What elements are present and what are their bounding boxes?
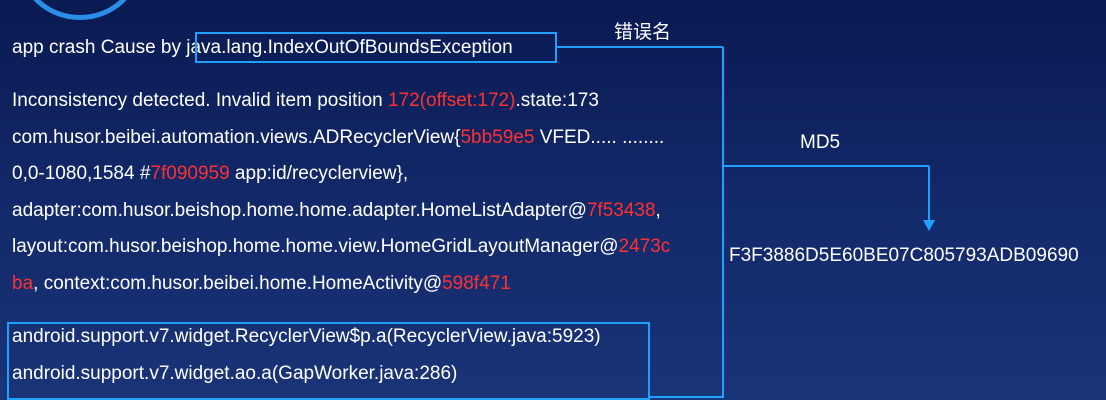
stack-frame-1: android.support.v7.widget.RecyclerView$p…: [12, 326, 601, 347]
highlighted-value: 598f471: [442, 273, 511, 294]
message-text: 0,0-1080,1584 #: [12, 163, 151, 184]
stack-frame-2: android.support.v7.widget.ao.a(GapWorker…: [12, 363, 458, 384]
message-text: ,: [655, 200, 661, 221]
highlighted-value: ba: [12, 273, 34, 294]
message-text: .state:173: [515, 90, 599, 111]
md5-hash-value: F3F3886D5E60BE07C805793ADB09690: [729, 245, 1079, 266]
highlighted-value: 172(offset:172): [387, 90, 516, 111]
highlighted-value: 5bb59e5: [460, 127, 535, 148]
message-text: adapter:com.husor.beishop.home.home.adap…: [12, 200, 587, 221]
message-line-4: adapter:com.husor.beishop.home.home.adap…: [12, 200, 661, 222]
message-line-5: layout:com.husor.beishop.home.home.view.…: [12, 236, 670, 258]
exception-name: java.lang.IndexOutOfBoundsException: [186, 37, 513, 58]
arrow-head: [923, 220, 935, 231]
highlighted-value: 7f090959: [150, 163, 230, 184]
message-text: VFED..... ........: [534, 127, 665, 148]
message-text: layout:com.husor.beishop.home.home.view.…: [12, 236, 619, 257]
stack-trace-box: [7, 322, 650, 400]
exception-name-box: [195, 32, 557, 63]
message-text: com.husor.beibei.automation.views.ADRecy…: [12, 127, 461, 148]
error-name-label: 错误名: [614, 22, 672, 43]
message-line-1: Inconsistency detected. Invalid item pos…: [12, 90, 599, 112]
message-text: app:id/recyclerview},: [229, 163, 409, 184]
message-line-6: ba, context:com.husor.beibei.home.HomeAc…: [12, 273, 511, 295]
message-text: , context:com.husor.beibei.home.HomeActi…: [33, 273, 443, 294]
md5-label: MD5: [800, 132, 841, 153]
crash-cause-line: app crash Cause by java.lang.IndexOutOfB…: [12, 37, 513, 59]
message-line-3: 0,0-1080,1584 #7f090959 app:id/recyclerv…: [12, 163, 408, 185]
crash-cause-prefix: app crash Cause by: [12, 37, 187, 58]
message-line-2: com.husor.beibei.automation.views.ADRecy…: [12, 127, 664, 149]
highlighted-value: 7f53438: [586, 200, 656, 221]
message-text: Inconsistency detected. Invalid item pos…: [12, 90, 388, 111]
highlighted-value: 2473c: [618, 236, 671, 257]
